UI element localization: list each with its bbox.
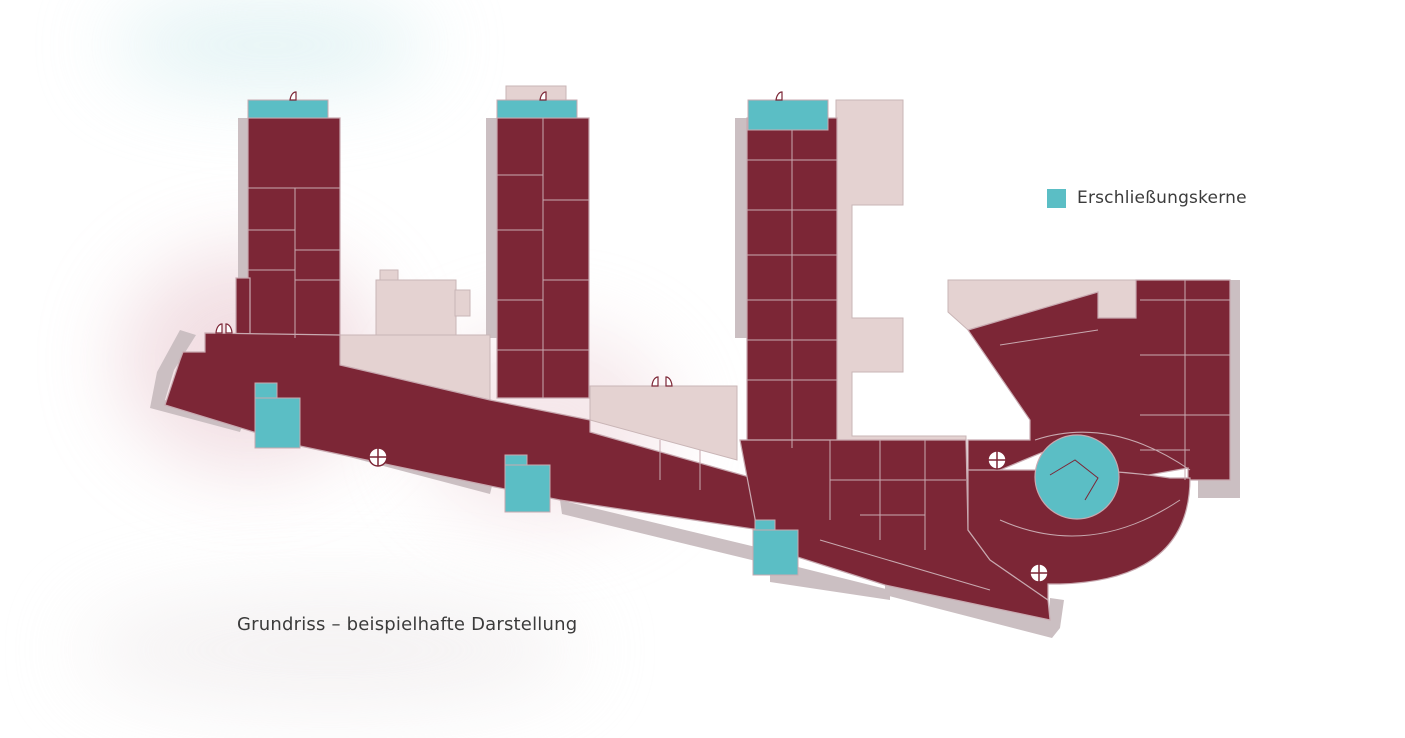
column-icon [368, 447, 1049, 583]
legend-label: Erschließungskerne [1077, 188, 1247, 208]
plan-caption: Grundriss – beispielhafte Darstellung [237, 614, 578, 635]
core-3 [752, 529, 799, 576]
core-tower-left [247, 99, 329, 119]
atrium [1034, 434, 1120, 520]
courtyards [339, 85, 1137, 461]
tower-left [247, 117, 341, 339]
legend-swatch [1047, 188, 1066, 208]
legend: Erschließungskerne [1047, 188, 1247, 208]
core-2 [504, 464, 551, 513]
core-1 [254, 397, 301, 449]
office-rooms [164, 117, 1231, 621]
partitions [248, 118, 1230, 591]
core-tower-right [747, 99, 829, 131]
door-icon [215, 91, 783, 387]
core-tower-middle [496, 99, 578, 119]
east-block [967, 279, 1231, 492]
access-cores [247, 99, 829, 576]
